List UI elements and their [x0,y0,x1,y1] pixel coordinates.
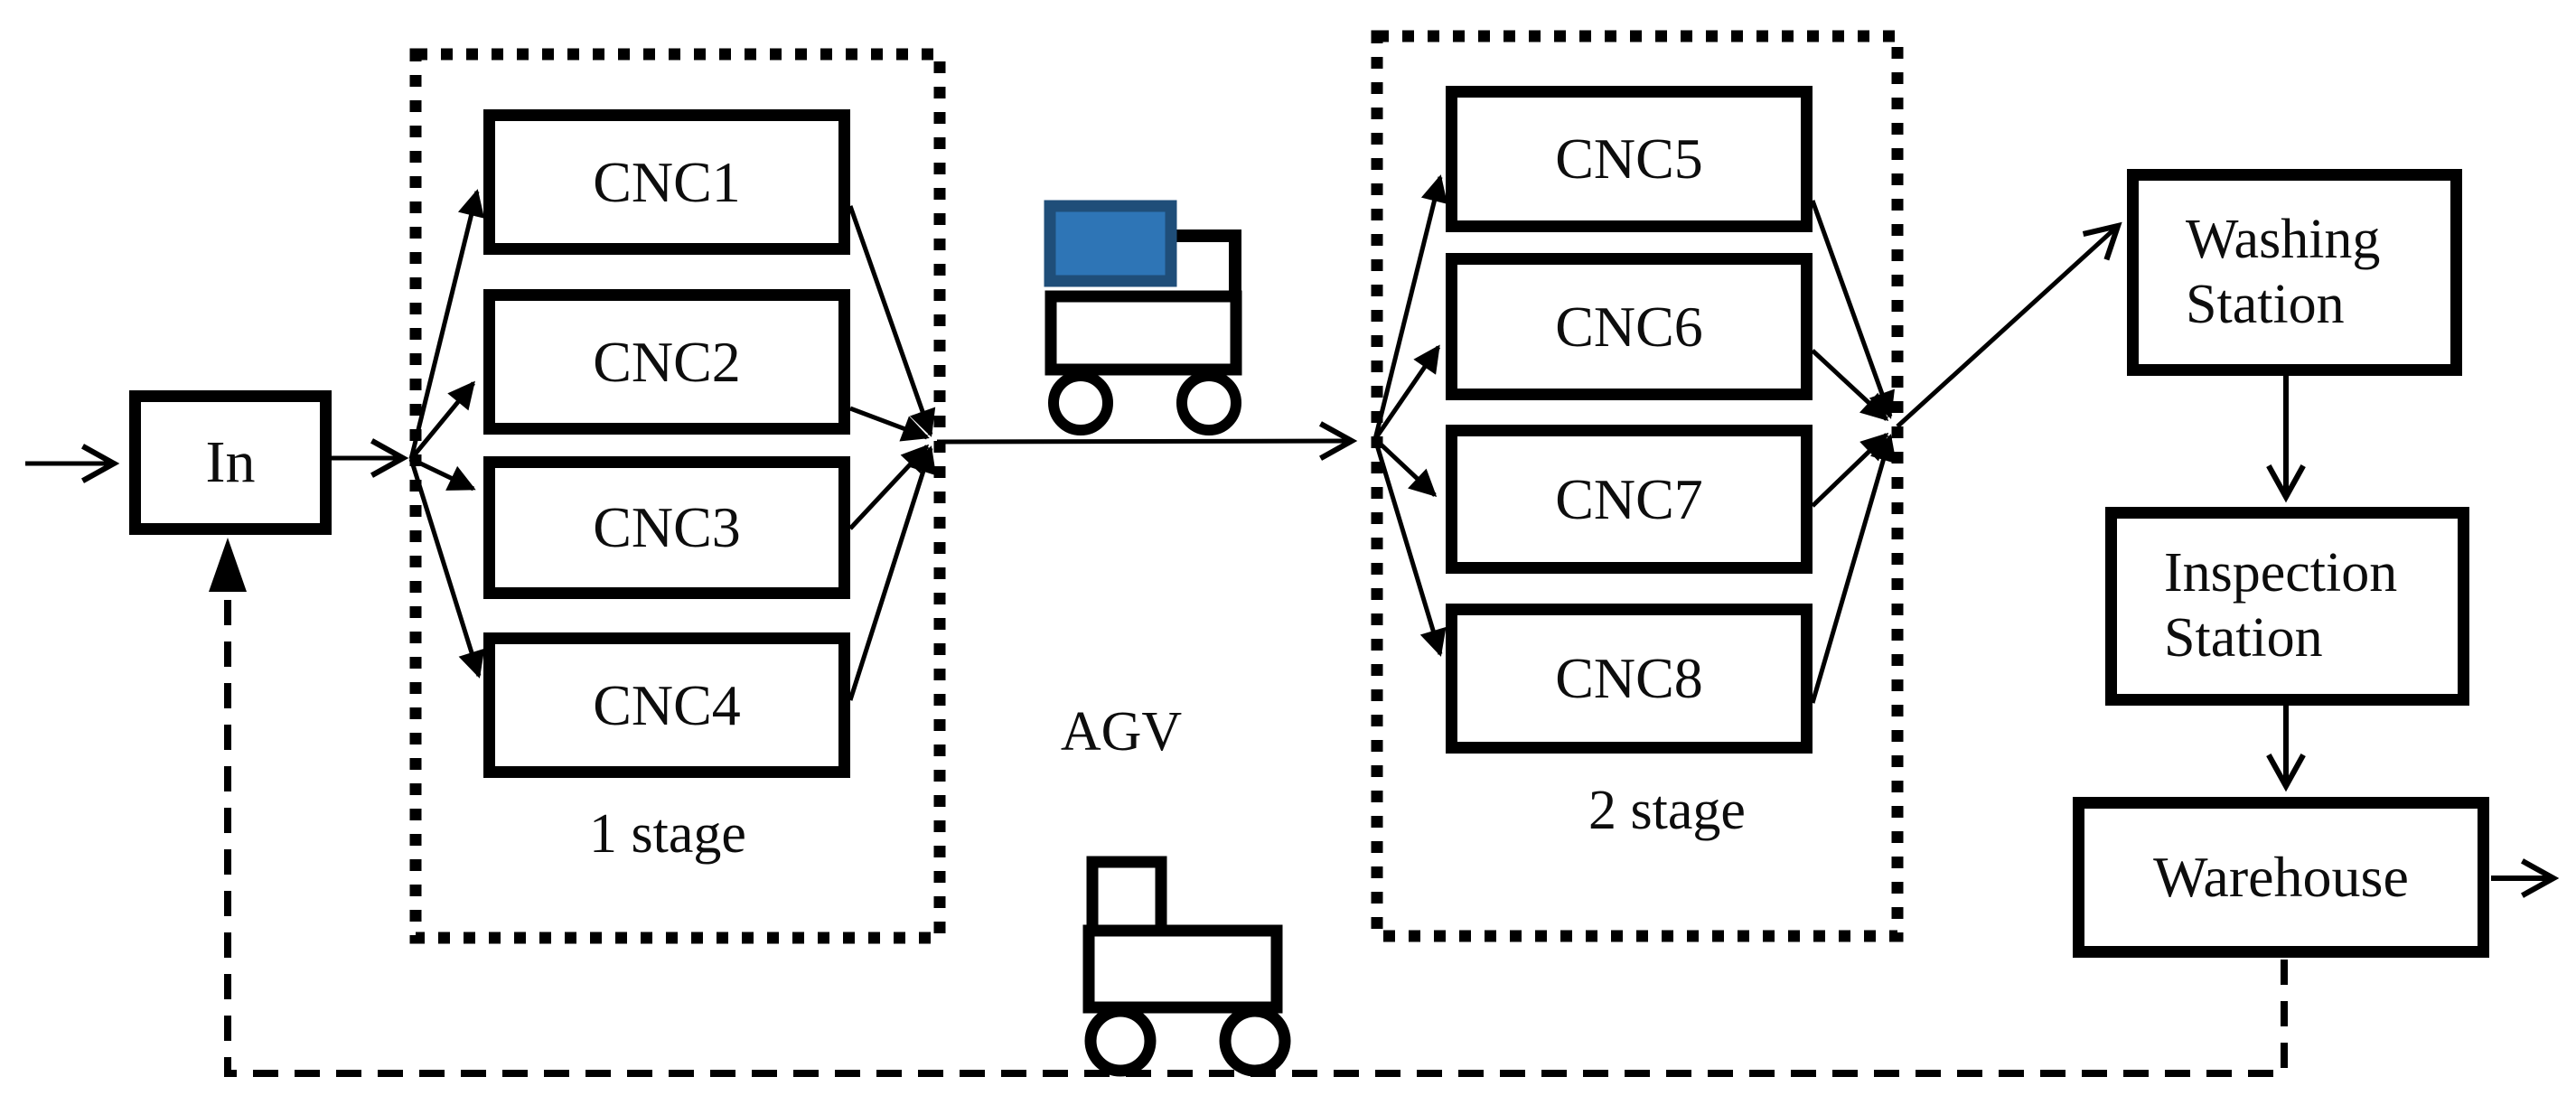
cnc3-label: CNC3 [593,495,741,559]
agv-load-box [1044,200,1177,287]
cnc2-box: CNC2 [483,289,850,435]
cnc5-label: CNC5 [1555,126,1703,191]
washing-station-box: Washing Station [2127,169,2462,376]
cnc4-label: CNC4 [593,672,741,737]
cnc7-box: CNC7 [1446,425,1813,574]
inspection-station-line2: Station [2164,607,2323,669]
cnc5-box: CNC5 [1446,86,1813,232]
agv-cart-wheel [1048,370,1113,435]
agv-cart-wheel [1219,1005,1291,1077]
agv-label: AGV [1060,701,1183,763]
in-box: In [129,390,332,535]
agv-cart-wheel [1084,1005,1157,1077]
washing-station-line1: Washing [2186,208,2381,270]
cnc6-box: CNC6 [1446,253,1813,400]
cnc7-label: CNC7 [1555,466,1703,531]
arrow-cnc6-to-hub [1811,349,1889,422]
agv-cart-wheel [1176,370,1241,435]
cnc1-box: CNC1 [483,109,850,255]
arrow-cnc2-to-hub [849,406,930,442]
warehouse-box: Warehouse [2073,797,2489,958]
cnc8-box: CNC8 [1446,604,1813,754]
stage1-label: 1 stage [589,803,746,865]
cnc3-box: CNC3 [483,456,850,599]
agv-cart-body [1044,290,1242,376]
stage2-label: 2 stage [1588,780,1746,841]
arrow-stage2-to-washing [1896,221,2122,428]
cnc8-label: CNC8 [1555,646,1703,710]
dashed-return-arrowhead [209,538,247,592]
arrow-hub1-to-cnc1 [408,189,485,460]
arrow-cnc8-to-hub [1810,434,1897,704]
agv-cab [1086,856,1167,939]
agv-cart-loaded [1044,200,1242,435]
washing-station-line2: Station [2186,273,2345,335]
inspection-station-line1: Inspection [2164,542,2398,604]
arrow-hub2-to-cnc8 [1372,438,1447,657]
arrow-hub1-to-cnc2 [409,380,475,461]
agv-cart-body [1082,924,1283,1014]
arrow-cnc7-to-hub [1811,432,1889,508]
agv-cart-empty [1082,856,1291,1077]
arrow-hub2-to-cnc7 [1373,437,1438,498]
agv-cart-handle [1175,229,1241,298]
cnc6-label: CNC6 [1555,294,1703,359]
inspection-station-box: Inspection Station [2105,507,2469,706]
arrow-stage1-to-stage2 [936,421,1358,461]
arrow-hub1-to-cnc3 [409,456,476,492]
cnc4-box: CNC4 [483,632,850,778]
cnc2-label: CNC2 [593,329,741,394]
arrow-cnc4-to-hub [848,445,937,701]
arrow-cnc5-to-hub [1810,200,1895,419]
cnc1-label: CNC1 [593,149,741,214]
in-label: In [205,429,256,495]
arrow-cnc3-to-hub [848,444,930,530]
arrow-hub1-to-cnc4 [408,458,485,679]
arrow-hub2-to-cnc5 [1372,174,1448,440]
arrow-cnc1-to-hub [848,205,936,437]
arrow-hub2-to-cnc6 [1372,344,1441,441]
warehouse-label: Warehouse [2153,845,2409,909]
